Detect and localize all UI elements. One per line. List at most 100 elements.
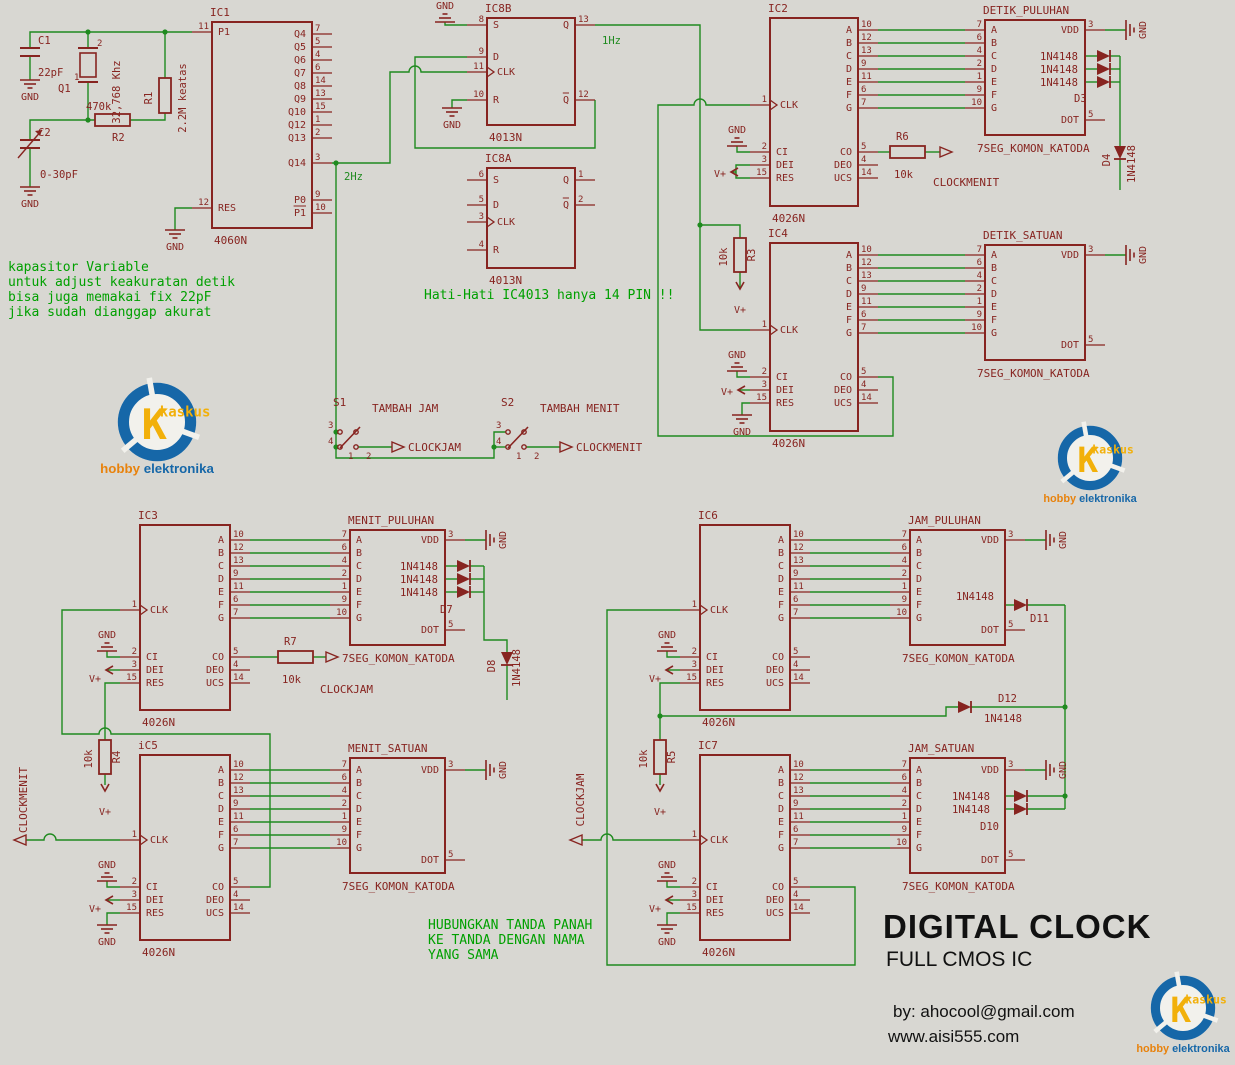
pin-label: D [991, 289, 997, 300]
pin-number: 10 [315, 203, 326, 213]
pin-label: DOT [421, 855, 439, 866]
logo-cut [1153, 1016, 1173, 1034]
junction-dot [657, 713, 663, 719]
pin-label: CLK [497, 67, 515, 78]
pin-label: RES [776, 173, 794, 184]
diode-icon [1097, 76, 1110, 88]
logo-cut [174, 426, 201, 440]
diode-icon [1014, 790, 1027, 802]
gnd-label: GND [443, 120, 461, 131]
diode-icon [457, 573, 470, 585]
pin-label: F [218, 600, 224, 611]
component-part: 4026N [772, 212, 805, 225]
gnd-label: GND [1138, 21, 1149, 39]
pin-number: 6 [861, 85, 866, 95]
pin-number: 7 [861, 98, 866, 108]
wire [26, 833, 120, 841]
netflag-label: CLOCKMENIT [17, 767, 30, 834]
pin-number: 10 [336, 838, 347, 848]
credit-website: www.aisi555.com [888, 1027, 1020, 1046]
text-label: 32,768 Khz [111, 60, 123, 123]
text-label: R2 [112, 132, 125, 144]
component-title: IC2 [768, 2, 788, 15]
pin-number: 9 [342, 595, 347, 605]
switch-contact [521, 429, 527, 435]
text-label: 1N4148 [984, 713, 1022, 725]
text-label: D11 [1030, 613, 1049, 625]
pin-number: 14 [315, 76, 326, 86]
kaskus-k-icon: K [142, 400, 168, 449]
pin-number: 10 [971, 98, 982, 108]
pin-number: 2 [692, 877, 697, 887]
text-label: 10k [83, 749, 95, 769]
text-label: Q1 [58, 83, 71, 95]
pin-number: 3 [1008, 530, 1013, 540]
pin-label: UCS [834, 398, 852, 409]
pin-number: 7 [861, 323, 866, 333]
pin-number: 3 [132, 660, 137, 670]
pin-label: G [916, 843, 922, 854]
pin-label: A [778, 535, 784, 546]
pin-label: CO [840, 372, 852, 383]
pin-number: 15 [126, 673, 137, 683]
vplus-label: V+ [89, 674, 101, 685]
pin-label: B [778, 778, 784, 789]
pin-number: 3 [1088, 245, 1093, 255]
pin-label: G [356, 843, 362, 854]
pin-number: 9 [793, 799, 798, 809]
pin-label: VDD [1061, 250, 1079, 261]
vplus-label: V+ [99, 807, 111, 818]
pin-label: G [356, 613, 362, 624]
logo-cut [1060, 466, 1080, 484]
switch-contact [353, 444, 359, 450]
pin-number: 10 [336, 608, 347, 618]
pin-label: DEO [206, 665, 224, 676]
logo-tagline: hobby elektronika [100, 461, 214, 476]
pin-number: 13 [861, 46, 872, 56]
text-label: 1N4148 [952, 804, 990, 816]
pin-label: F [991, 90, 997, 101]
text-label: D12 [998, 693, 1017, 705]
gnd-label: GND [658, 630, 676, 641]
kaskus-k-icon: K [1170, 991, 1191, 1031]
pin-label: A [218, 535, 224, 546]
pin-number: 1 [692, 830, 697, 840]
pin-label: CLK [150, 605, 168, 616]
switch-name: S2 [501, 396, 514, 409]
pin-label: B [846, 263, 852, 274]
diode-icon [1114, 146, 1126, 159]
component-part: 4013N [489, 131, 522, 144]
pin-label: DEO [766, 665, 784, 676]
pin-label: C [356, 791, 362, 802]
netflag-label: CLOCKMENIT [933, 176, 1000, 189]
pin-label: C [991, 51, 997, 62]
pin-number: 6 [315, 63, 320, 73]
pin-number: 11 [473, 62, 484, 72]
pin-label: VDD [981, 535, 999, 546]
pin-label: B [991, 263, 997, 274]
wire [741, 402, 750, 415]
text-label: 1N4148 [400, 561, 438, 573]
pin-number: 9 [233, 799, 238, 809]
text-label: R7 [284, 636, 297, 648]
vplus-icon [104, 665, 114, 675]
gnd-label: GND [1058, 761, 1069, 779]
pin-number: 15 [315, 102, 326, 112]
component-box-MENIT_SATUAN [349, 757, 446, 874]
pin-label: E [356, 817, 362, 828]
wire [606, 609, 856, 966]
gnd-label: GND [498, 761, 509, 779]
pin-number: 5 [1008, 850, 1013, 860]
pin-number: 5 [1088, 335, 1093, 345]
pin-number: 8 [479, 15, 484, 25]
pin-label: F [991, 315, 997, 326]
pin-number: 1 [348, 452, 353, 462]
switch-contact [521, 444, 527, 450]
resistor-R6 [889, 145, 926, 159]
pin-label: D [916, 574, 922, 585]
pin-number: 3 [448, 530, 453, 540]
netflag-label: CLOCKMENIT [576, 441, 643, 454]
pin-number: 14 [233, 673, 244, 683]
pin-number: 11 [793, 582, 804, 592]
text-label: R4 [111, 751, 123, 764]
